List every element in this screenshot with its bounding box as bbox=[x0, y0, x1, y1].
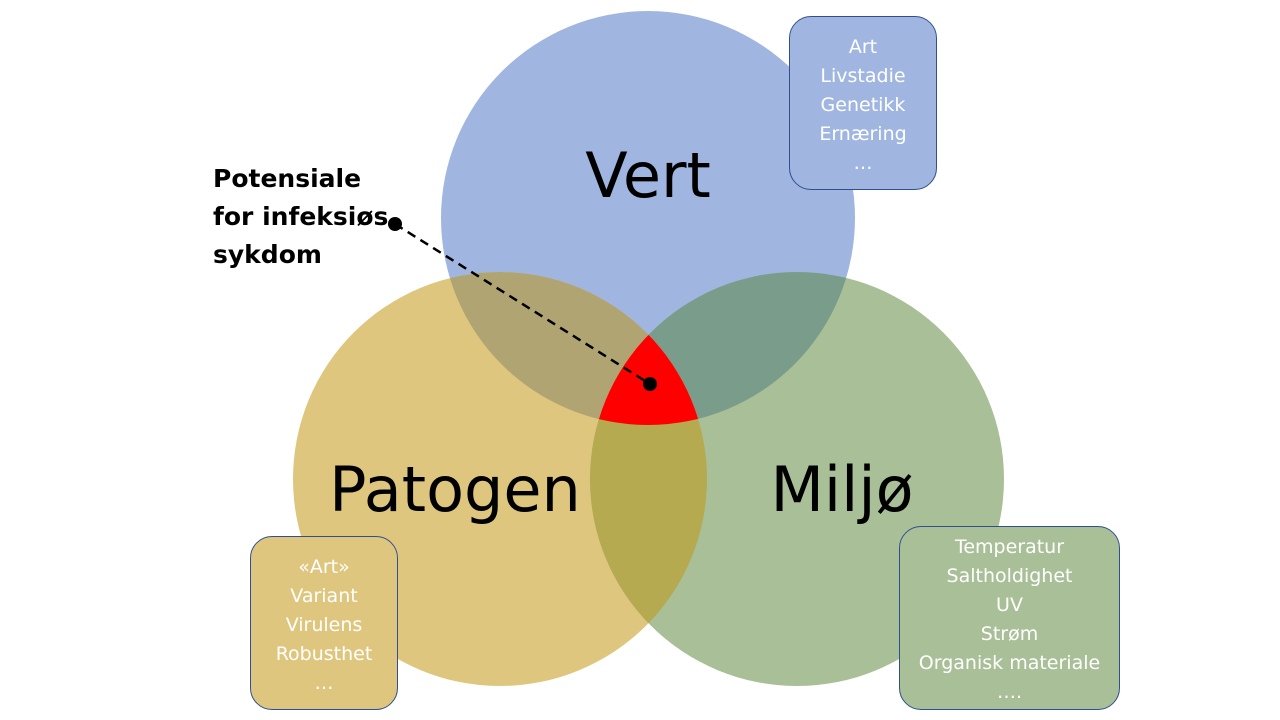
factor-item: UV bbox=[996, 594, 1023, 616]
potential-label: Potensiale for infeksiøs sykdom bbox=[213, 160, 388, 274]
factor-item: Variant bbox=[290, 585, 358, 607]
potential-label-line: Potensiale bbox=[213, 164, 362, 193]
miljo-label: Miljø bbox=[770, 453, 913, 526]
factor-item: Saltholdighet bbox=[946, 565, 1073, 587]
vert-patogen-overlap bbox=[441, 272, 707, 425]
potential-label-line: for infeksiøs bbox=[213, 202, 389, 231]
factor-item: «Art» bbox=[298, 556, 350, 578]
factor-item: … bbox=[853, 152, 873, 174]
factor-item: Temperatur bbox=[954, 536, 1065, 558]
vert-factors-box: Art Livstadie Genetikk Ernæring … bbox=[789, 16, 937, 190]
factor-item: …. bbox=[996, 681, 1023, 703]
factor-item: Robusthet bbox=[275, 643, 373, 665]
patogen-factors-box: «Art» Variant Virulens Robusthet … bbox=[250, 536, 398, 710]
potential-label-line: sykdom bbox=[213, 240, 322, 269]
factor-item: Virulens bbox=[285, 614, 363, 636]
vert-miljo-overlap bbox=[590, 272, 855, 425]
miljo-factors-box: Temperatur Saltholdighet UV Strøm Organi… bbox=[899, 526, 1120, 710]
factor-item: Strøm bbox=[980, 623, 1039, 645]
factor-item: Organisk materiale bbox=[918, 652, 1101, 674]
factor-item: Livstadie bbox=[820, 65, 906, 87]
factor-item: Art bbox=[848, 36, 878, 58]
pointer-end-dot bbox=[643, 377, 657, 391]
vert-label: Vert bbox=[585, 139, 711, 212]
factor-item: Genetikk bbox=[820, 94, 906, 116]
pointer-line bbox=[394, 222, 651, 386]
patogen-label: Patogen bbox=[329, 453, 581, 526]
factor-item: … bbox=[314, 672, 334, 694]
factor-item: Ernæring bbox=[819, 123, 907, 145]
pointer-start-dot bbox=[388, 217, 402, 231]
